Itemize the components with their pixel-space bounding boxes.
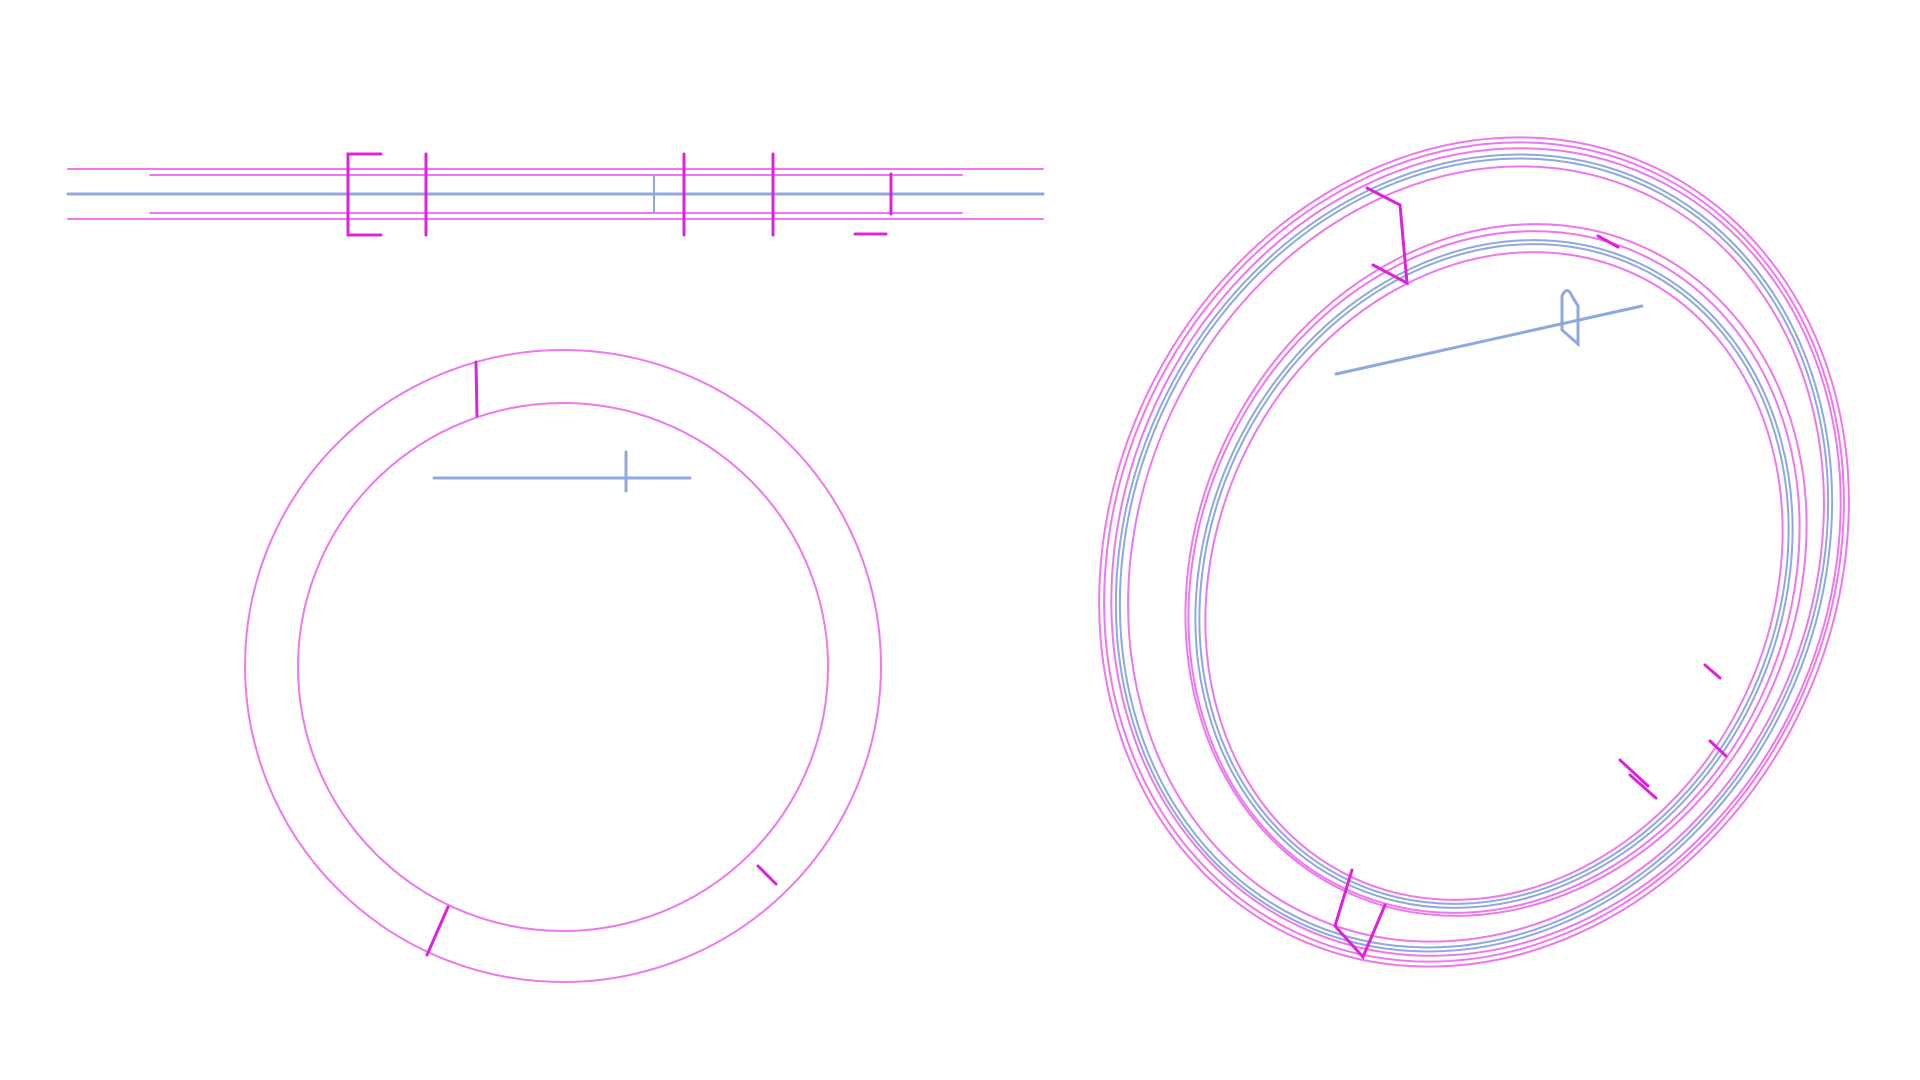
inner-blue-rail-ellipse bbox=[1198, 243, 1790, 905]
blue-bracket-profile bbox=[1560, 289, 1580, 348]
cross-section-marker bbox=[1333, 868, 1387, 960]
side-elevation-view bbox=[66, 152, 1045, 237]
end-bracket-marker bbox=[346, 152, 383, 237]
blue-rail-line bbox=[1334, 304, 1644, 376]
radial-section-marker bbox=[474, 360, 479, 418]
outer-blue-rail-ellipse bbox=[1118, 157, 1830, 949]
radial-tick-marker bbox=[1596, 234, 1620, 249]
outer-ring-ellipse bbox=[1127, 165, 1825, 943]
radial-section-marker bbox=[425, 905, 450, 957]
outer-ring-ellipse bbox=[1110, 147, 1842, 957]
radial-tick-marker bbox=[1708, 739, 1728, 758]
outer-ring-ellipse bbox=[1103, 141, 1845, 963]
radial-tick-marker bbox=[1618, 758, 1650, 788]
top-plan-view bbox=[244, 349, 882, 983]
cross-section-marker bbox=[1365, 186, 1409, 286]
inner-ring-ellipse bbox=[1204, 251, 1784, 901]
outer-ring-circle bbox=[244, 349, 882, 983]
isometric-view bbox=[1098, 136, 1850, 968]
outer-blue-rail-ellipse bbox=[1114, 153, 1834, 953]
radial-tick-marker bbox=[1628, 773, 1658, 800]
outer-ring-ellipse bbox=[1098, 136, 1850, 968]
inner-ring-circle bbox=[297, 402, 829, 932]
radial-tick-marker bbox=[1703, 663, 1722, 680]
radial-section-marker bbox=[756, 864, 778, 886]
